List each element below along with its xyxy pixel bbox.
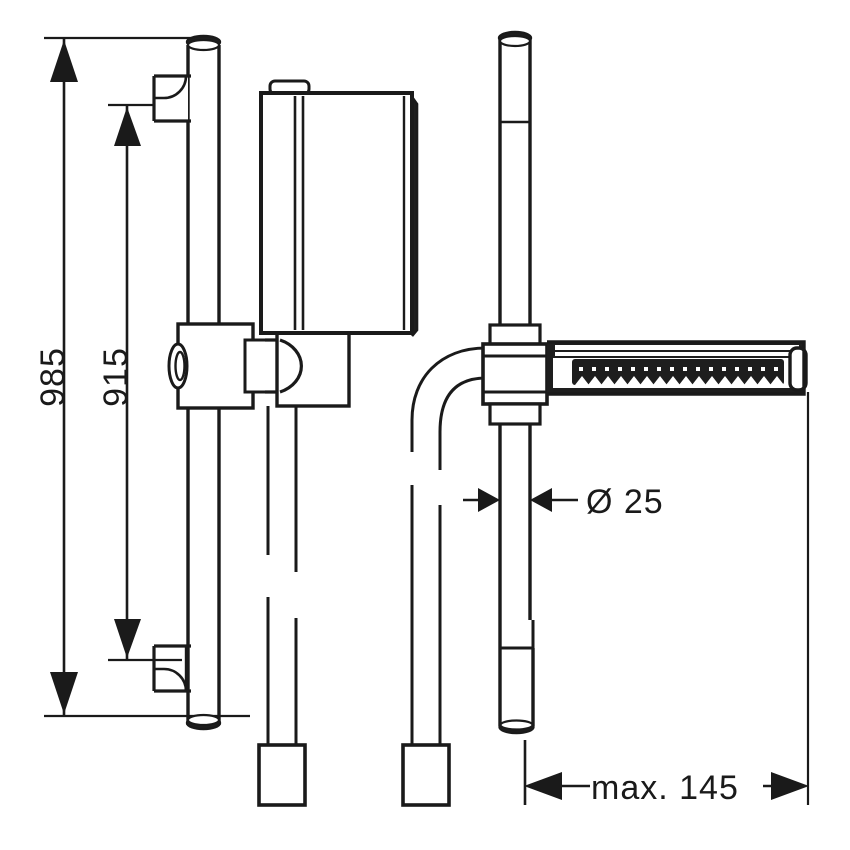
top-wall-bracket-fillet [154,75,188,100]
dimension-915-arrow-top [114,107,141,146]
dimension-985-arrow-top [50,40,78,82]
spray-face-plate [572,359,784,385]
hose-right-outer-curve [410,346,487,452]
dimension-diameter-25 [463,488,578,512]
dimension-915 [108,103,182,662]
dimension-max-145 [523,392,810,805]
hand-shower-bottom-cap-inner [499,719,534,731]
bar-slider-neck [243,338,269,394]
diameter-25-arrow-left [478,488,500,512]
bar-slider-lever-inner [174,350,186,382]
spray-face-teeth [575,376,784,385]
bar-slider [167,300,351,470]
mixer-body [259,79,419,337]
shower-hose-right [401,346,487,807]
spray-head-end-cap [788,346,808,392]
max-145-label: max. 145 [591,769,739,807]
hand-shower-connector-block [481,342,549,406]
bottom-wall-bracket [152,644,191,693]
hose-nut-right [401,743,451,807]
hose-nut-left [257,743,307,807]
dimension-985-label: 985 [34,347,72,407]
top-wall-bracket-fill [154,76,188,121]
bar-slider-joint-arc [279,338,303,394]
spray-head-outline [547,340,806,396]
shower-hose-left [257,455,307,807]
mixer-body-outline [259,91,414,335]
spray-head [547,340,808,396]
dimension-985 [44,36,250,718]
spray-head-highlight-1 [555,345,799,350]
diameter-25-label: Ø 25 [586,483,664,521]
dimension-985-arrow-bottom [50,672,78,714]
spray-face-dots [579,367,778,371]
dimension-915-arrow-bottom [114,619,141,658]
hose-right-inner-curve [438,376,487,470]
wall-bar-bottom-cap-inner [186,713,221,727]
hand-shower-top-cap-inner [498,34,532,48]
diameter-25-arrow-right [530,488,552,512]
dimension-915-label: 915 [97,347,135,407]
max-145-arrow-left [524,772,562,800]
hand-shower [481,30,549,735]
wall-bar-top-cap-inner [186,38,221,52]
spray-head-highlight-2 [555,352,799,356]
hand-shower-lower-collar [488,402,542,426]
hand-shower-upper-collar [488,323,542,347]
bar-slider-body [176,322,255,410]
max-145-arrow-right [771,772,809,800]
top-wall-bracket [152,74,191,123]
